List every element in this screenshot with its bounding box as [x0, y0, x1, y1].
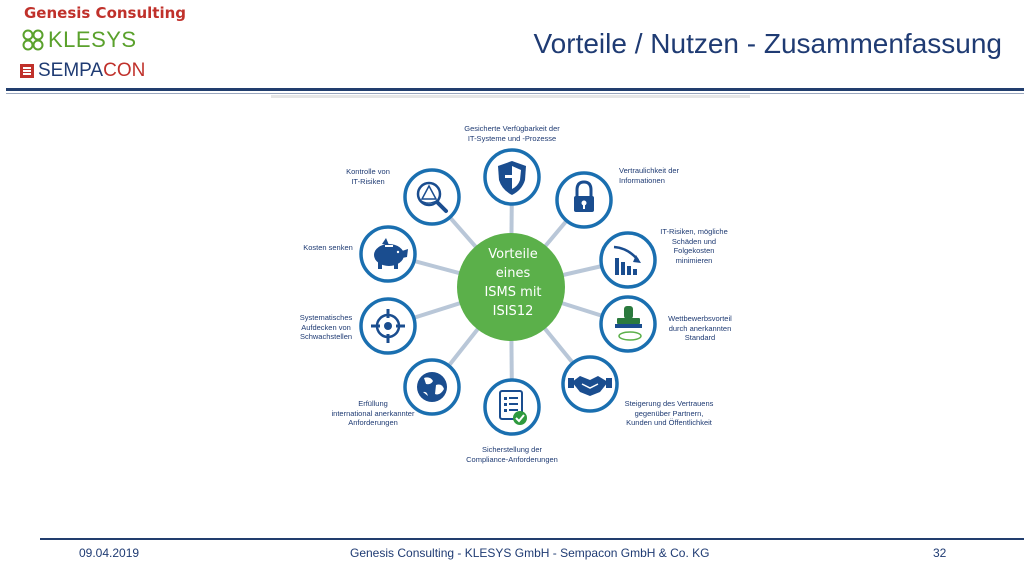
header-divider-thin — [6, 93, 1024, 94]
node-risk-minimize — [599, 231, 657, 289]
crosshair-icon — [371, 309, 405, 343]
magnifier-warning-icon — [416, 181, 448, 213]
node-compliance — [483, 378, 541, 436]
node-risk-control — [403, 168, 461, 226]
footer-page-number: 32 — [933, 546, 947, 560]
piggy-bank-icon — [374, 238, 408, 269]
globe-icon — [417, 372, 447, 402]
brand-klesys-text: KLESYS — [48, 27, 137, 52]
label-risk-minimize: IT-Risiken, mögliche Schäden und Folgeko… — [660, 227, 728, 265]
node-trust — [561, 355, 619, 413]
klesys-logo: KLESYS — [22, 27, 137, 52]
node-international — [403, 358, 461, 416]
node-vulnerabilities — [359, 297, 417, 355]
label-availability: Gesicherte Verfügbarkeit der IT-Systeme … — [464, 124, 560, 143]
brand-genesis-consulting: Genesis Consulting — [24, 4, 187, 22]
label-vulnerabilities: Systematisches Aufdecken von Schwachstel… — [299, 313, 353, 341]
hub-circle — [457, 233, 565, 341]
hub-label: Vorteile eines ISMS mit ISIS12 — [484, 247, 542, 319]
label-reduce-costs: Kosten senken — [303, 243, 353, 252]
node-confidentiality — [555, 171, 613, 229]
sempacon-mark-icon — [20, 64, 34, 78]
footer-divider — [40, 538, 1024, 540]
node-competitive-advantage — [599, 295, 657, 353]
sempacon-logo: SEMPACON — [20, 60, 145, 82]
node-availability — [483, 148, 541, 206]
header-divider — [6, 88, 1024, 91]
label-compliance: Sicherstellung der Compliance-Anforderun… — [466, 445, 558, 464]
label-confidentiality: Vertraulichkeit der Informationen — [619, 166, 680, 185]
checklist-icon — [499, 390, 527, 425]
klesys-clover-icon — [22, 29, 44, 51]
footer-company: Genesis Consulting - KLESYS GmbH - Sempa… — [350, 546, 710, 560]
label-trust: Steigerung des Vertrauens gegenüber Part… — [624, 399, 714, 427]
handshake-icon — [568, 376, 612, 396]
declining-chart-icon — [613, 245, 641, 275]
label-international: Erfüllung international anerkannter Anfo… — [331, 399, 415, 427]
node-reduce-costs — [359, 225, 417, 283]
stamp-icon — [615, 306, 642, 341]
lock-icon — [574, 180, 594, 212]
slide-title: Vorteile / Nutzen - Zusammenfassung — [533, 28, 1002, 59]
label-competitive-advantage: Wettbewerbsvorteil durch anerkannten Sta… — [668, 314, 732, 342]
footer-date: 09.04.2019 — [79, 546, 140, 560]
diagram-top-edge — [271, 95, 750, 98]
label-risk-control: Kontrolle von IT-Risiken — [346, 167, 390, 186]
brand-sempacon-text: SEMPACON — [38, 60, 146, 81]
